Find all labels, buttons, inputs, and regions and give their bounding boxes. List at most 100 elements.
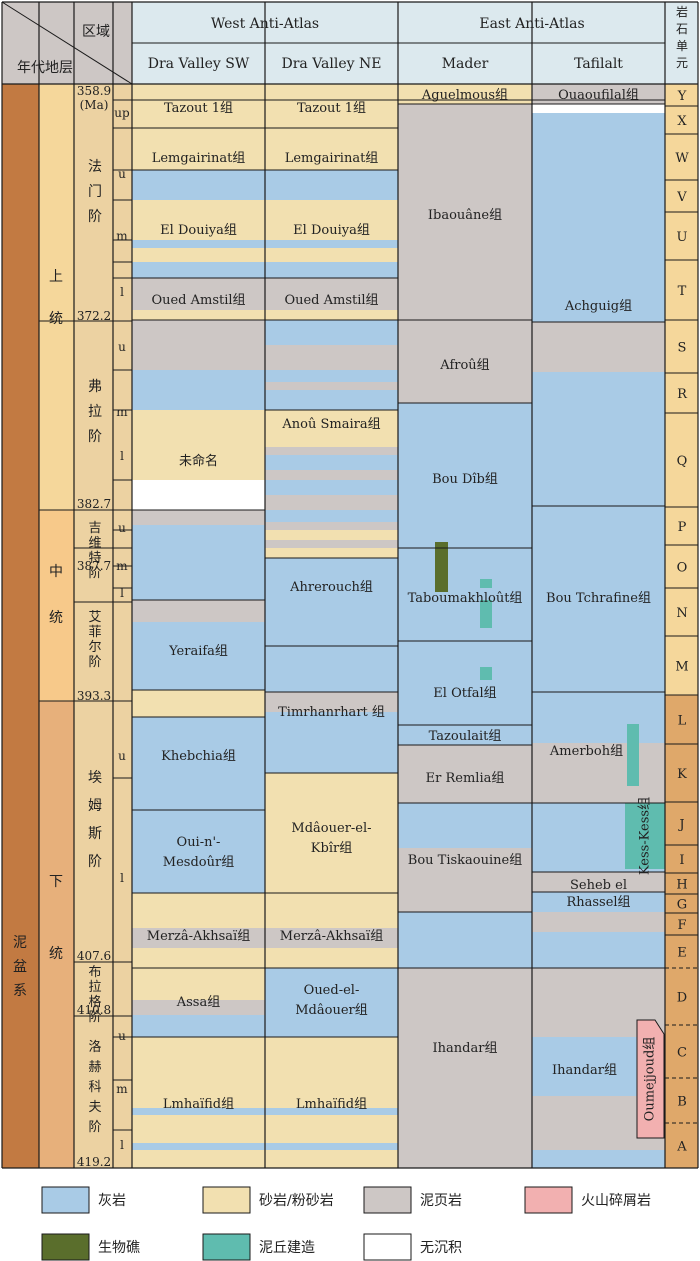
stage-column [74, 84, 113, 1168]
lithology-band [132, 262, 265, 278]
lithology-band [132, 1037, 265, 1108]
lithology-band [265, 558, 398, 646]
stage-famennian: 门 [88, 184, 102, 200]
legend-label: 泥页岩 [420, 1193, 462, 1209]
mud-mound [480, 667, 492, 680]
substage-label: up [114, 106, 130, 120]
rock-unit-cell [665, 695, 698, 744]
lithology-band [265, 455, 398, 470]
bioherm-reef [435, 542, 448, 592]
formation-label-tafilalt: Achguig组 [564, 299, 632, 314]
series-lower: 下 [49, 874, 63, 890]
lithology-band [132, 717, 265, 810]
header-rock-unit [665, 2, 698, 84]
lithology-band [132, 84, 265, 100]
legend: 灰岩砂岩/粉砂岩泥页岩火山碎屑岩生物礁泥丘建造无沉积 [41, 1186, 651, 1261]
lithology-band [265, 170, 398, 200]
stage-givetian: 维 [88, 536, 101, 551]
lithology-band [265, 510, 398, 522]
formation-label-mader: Tazoulait组 [429, 729, 502, 744]
rock-unit-F: F [677, 918, 686, 933]
lithology-band [132, 1000, 265, 1015]
age-label: (Ma) [80, 98, 109, 112]
legend-label: 砂岩/粉砂岩 [259, 1193, 334, 1209]
rock-unit-W: W [675, 151, 689, 166]
formation-label-oumejjoud: Oumejjoud组 [643, 1037, 658, 1122]
stage-givetian: 特 [88, 551, 101, 566]
lithology-band [265, 390, 398, 410]
lithology-band [532, 912, 665, 932]
lithology-band [265, 278, 398, 310]
east-anti-atlas-label: East Anti-Atlas [479, 16, 584, 32]
rock-unit-cell [665, 873, 698, 894]
lithology-band [532, 84, 665, 104]
legend-label: 灰岩 [98, 1193, 126, 1209]
legend-swatch [202, 1233, 251, 1261]
system-column [2, 84, 39, 1168]
legend-label: 无沉积 [420, 1240, 462, 1256]
west-anti-atlas-label: West Anti-Atlas [211, 16, 319, 32]
lithology-band [265, 320, 398, 345]
age-label: 419.2 [77, 1155, 111, 1169]
series-middle: 中 [49, 564, 63, 580]
system-label: 盆 [13, 959, 27, 975]
age-label: 382.7 [77, 497, 111, 511]
lithology-band [132, 278, 265, 310]
lithology-band [265, 948, 398, 968]
lithology-band [265, 420, 398, 447]
lithology-band [265, 530, 398, 540]
formation-label-dra-ne: Lemgairinat组 [285, 151, 379, 166]
series-upper: 统 [49, 311, 63, 327]
rock-unit-cell [665, 1025, 698, 1078]
rock-unit-A: A [676, 1140, 687, 1155]
formation-label-mader: Bou Dîb组 [432, 472, 498, 487]
lithology-band [132, 622, 265, 690]
rock-unit-header: 石 [676, 22, 688, 36]
lithology-band [398, 803, 532, 848]
legend-swatch [524, 1186, 573, 1214]
substage-label: l [120, 1138, 124, 1152]
stage-eifelian: 艾 [88, 610, 101, 625]
rock-unit-cell [665, 260, 698, 320]
lithology-band [132, 1115, 265, 1143]
lithology-band [532, 113, 665, 322]
rock-unit-U: U [677, 230, 688, 245]
formation-label-dra-sw: Lemgairinat组 [152, 151, 246, 166]
lithology-band [265, 310, 398, 320]
lithology-band [132, 510, 265, 525]
formation-label-tafilalt: Rhassel组 [566, 895, 630, 910]
formation-label-tafilalt: Amerboh组 [549, 744, 623, 759]
substage-label: u [118, 340, 126, 354]
substage-label: m [116, 405, 128, 419]
lithology-band [265, 495, 398, 510]
lithology-band [398, 968, 532, 1168]
legend-swatch [363, 1186, 412, 1214]
rock-unit-X: X [677, 114, 687, 129]
age-label: 358.9 [77, 84, 111, 98]
series-middle [39, 510, 74, 701]
rock-unit-header: 单 [676, 39, 688, 53]
rock-unit-M: M [675, 660, 688, 675]
lithology-band [132, 690, 265, 717]
formation-label-tafilalt: Ihandar组 [552, 1063, 617, 1078]
age-label: 393.3 [77, 689, 111, 703]
rock-unit-cell [665, 802, 698, 845]
stage-pragian: 格 [88, 994, 101, 1010]
lithology-band [132, 968, 265, 1000]
stage-givetian: 阶 [88, 566, 101, 581]
lithology-band [132, 1150, 265, 1168]
rock-unit-cell [665, 507, 698, 545]
formation-label-kess-kess: Kess-Kess组 [638, 797, 653, 875]
lithology-band [532, 322, 665, 372]
lithology-band [132, 128, 265, 170]
formation-label-mader: Bou Tiskaouine组 [408, 853, 522, 868]
lithology-band [265, 928, 398, 948]
stage-pragian: 阶 [88, 1010, 101, 1025]
strata-label: 年代地层 [17, 60, 73, 76]
formation-label-dra-ne: Mdâouer-el- [291, 821, 371, 836]
lithology-band [265, 410, 398, 420]
stage-emsian: 埃 [88, 770, 102, 786]
formation-label-dra-sw: Mesdoûr组 [163, 855, 234, 870]
